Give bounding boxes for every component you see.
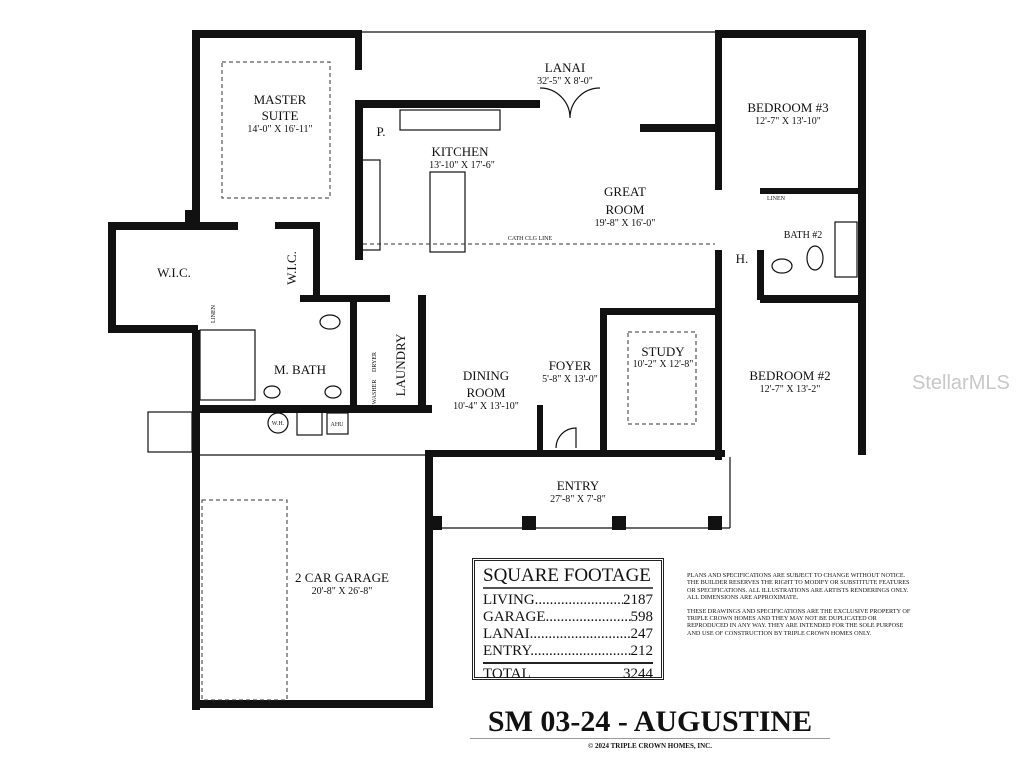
square-footage-table: SQUARE FOOTAGE LIVING2187 GARAGE598 LANA…	[472, 558, 664, 683]
wic-label: W.I.C.	[157, 265, 191, 280]
water-heater-label: W.H.	[272, 421, 285, 427]
room-name: LANAI	[545, 60, 585, 75]
room-name: BEDROOM #2	[749, 368, 830, 383]
sqft-row: ENTRY212	[483, 643, 653, 660]
copyright: © 2024 TRIPLE CROWN HOMES, INC.	[588, 742, 712, 750]
room-name-2: ROOM	[466, 385, 505, 400]
disclaimer-notes: Plans and specifications are subject to …	[687, 572, 917, 643]
bath2-label: BATH #2	[784, 230, 823, 241]
room-dims: 12'-7" X 13'-2"	[760, 384, 821, 395]
room-name: DINING	[463, 368, 509, 383]
room-name: KITCHEN	[431, 144, 489, 159]
m-bath-label: M. BATH	[274, 362, 326, 377]
laundry-label: LAUNDRY	[393, 333, 408, 396]
hall-label: H.	[736, 251, 749, 266]
watermark: StellarMLS	[912, 372, 1010, 394]
room-dims: 20'-8" X 26'-8"	[312, 586, 373, 597]
room-name-2: ROOM	[605, 202, 644, 217]
plan-title: SM 03-24 - AUGUSTINE	[470, 706, 830, 739]
sqft-row: LANAI247	[483, 626, 653, 643]
room-dims: 12'-7" X 13'-10"	[755, 116, 821, 127]
square-footage-heading: SQUARE FOOTAGE	[483, 565, 653, 589]
disclaimer-paragraph: Plans and specifications are subject to …	[687, 572, 910, 602]
room-dims: 10'-4" X 13'-10"	[453, 401, 519, 412]
fixtures	[199, 61, 858, 449]
room-dims: 10'-2" X 12'-8"	[633, 359, 694, 370]
room-name: 2 CAR GARAGE	[295, 570, 389, 585]
room-dims: 14'-0" X 16'-11"	[247, 124, 312, 135]
room-name: GREAT	[604, 184, 646, 199]
room-name: FOYER	[549, 358, 592, 373]
pantry-label: P.	[376, 124, 385, 139]
room-name: STUDY	[641, 344, 685, 359]
room-dims: 13'-10" X 17'-6"	[429, 160, 495, 171]
room-dims: 27'-8" X 7'-8"	[550, 494, 606, 505]
room-dims: 5'-8" X 13'-0"	[542, 374, 598, 385]
sqft-row: GARAGE598	[483, 609, 653, 626]
washer-label: WASHER	[372, 380, 378, 405]
room-dims: 19'-8" X 16'-0"	[595, 218, 656, 229]
wic-label: W.I.C.	[284, 251, 299, 285]
room-name: BEDROOM #3	[747, 100, 828, 115]
dryer-label: DRYER	[372, 352, 378, 372]
ahu-label: AHU	[331, 422, 345, 428]
disclaimer-paragraph: These drawings and specifications are th…	[687, 607, 911, 637]
room-labels: MASTER SUITE 14'-0" X 16'-11" LANAI 32'-…	[157, 60, 831, 597]
room-name-2: SUITE	[262, 108, 299, 123]
cath-ceiling-line-label: CATH CLG LINE	[508, 236, 553, 242]
linen-label: LINEN	[211, 304, 217, 323]
room-name: MASTER	[254, 92, 307, 107]
linen-label: LINEN	[767, 196, 786, 202]
room-dims: 32'-5" X 8'-0"	[537, 76, 593, 87]
walls	[108, 30, 866, 710]
sqft-row: LIVING2187	[483, 592, 653, 609]
room-name: ENTRY	[557, 478, 600, 493]
